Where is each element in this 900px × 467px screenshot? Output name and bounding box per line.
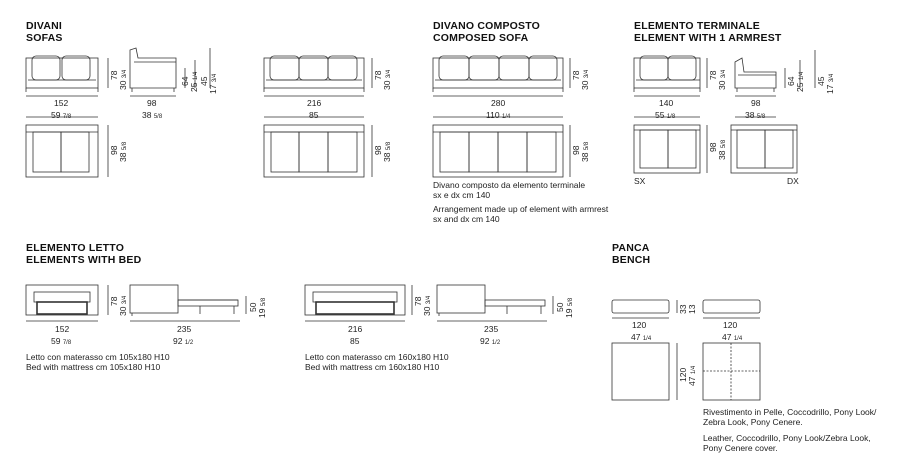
dim-280-inch: 110 1/4 xyxy=(486,110,511,121)
dim-140-inch: 55 1/8 xyxy=(655,110,676,121)
dim-side-38: 38 5/8 xyxy=(142,110,163,121)
dim-bench-47-b: 47 1/4 xyxy=(722,332,743,343)
dim-bed-216-inch: 85 xyxy=(350,336,360,346)
dim-bench-depth-47: 47 1/4 xyxy=(687,365,697,386)
dim-h17-a: 17 3/4 xyxy=(208,73,218,94)
dim-d38-b: 38 5/8 xyxy=(382,141,392,162)
dim-216-inch: 85 xyxy=(309,110,319,120)
dim-h25-b: 25 1/4 xyxy=(795,71,805,92)
bench-top xyxy=(611,342,678,401)
dim-d38-a: 38 5/8 xyxy=(118,141,128,162)
sofas-title: DIVANI SOFAS xyxy=(26,20,63,44)
dim-h30-a: 30 3/4 xyxy=(118,69,128,90)
dim-bench-120-b: 120 xyxy=(723,320,738,330)
bench-front xyxy=(611,299,678,319)
terminal-top-sx xyxy=(633,124,708,174)
dim-bed-216: 216 xyxy=(348,324,363,334)
composed-title-en: COMPOSED SOFA xyxy=(433,32,529,44)
dim-bed-h19-b: 19 5/8 xyxy=(564,297,574,318)
dim-bed-92-a: 92 1/2 xyxy=(173,336,194,347)
dim-h30-d: 30 3/4 xyxy=(717,69,727,90)
dim-d38-d: 38 5/8 xyxy=(717,139,727,160)
dim-bench-47-a: 47 1/4 xyxy=(631,332,652,343)
label-sx: SX xyxy=(634,176,646,186)
bed-216-side xyxy=(436,284,554,322)
bench-title-it: PANCA xyxy=(612,242,650,254)
dim-140: 140 xyxy=(659,98,674,108)
dim-bed-h30-b: 30 3/4 xyxy=(422,295,432,316)
bed-title: ELEMENTO LETTO ELEMENTS WITH BED xyxy=(26,242,141,266)
dim-280: 280 xyxy=(491,98,506,108)
dim-152-inch: 59 7/8 xyxy=(51,110,72,121)
composed-title: DIVANO COMPOSTO COMPOSED SOFA xyxy=(433,20,540,44)
dim-h30-b: 30 3/4 xyxy=(382,69,392,90)
dim-d38-c: 38 5/8 xyxy=(580,141,590,162)
composed-title-it: DIVANO COMPOSTO xyxy=(433,20,541,32)
composed-note-en: Arrangement made up of element with armr… xyxy=(433,204,609,224)
terminal-side xyxy=(734,50,816,118)
dim-bed-152-inch: 59 7/8 xyxy=(51,336,72,347)
sofa-280-top xyxy=(432,124,571,178)
dim-bench-h13: 13 xyxy=(687,304,697,314)
bed-152-side xyxy=(129,284,247,322)
sofas-title-it: DIVANI xyxy=(26,20,63,32)
dim-h17-b: 17 3/4 xyxy=(825,73,835,94)
bench-note-it: Rivestimento in Pelle, Coccodrillo, Pony… xyxy=(703,407,877,427)
dim-152: 152 xyxy=(54,98,69,108)
bed-title-en: ELEMENTS WITH BED xyxy=(26,254,142,266)
sofa-side-view xyxy=(129,47,211,97)
sofa-216-top xyxy=(263,124,373,178)
bed-title-it: ELEMENTO LETTO xyxy=(26,242,125,254)
dim-bed-235-b: 235 xyxy=(484,324,499,334)
sofa-152-front xyxy=(25,55,109,118)
terminal-front xyxy=(633,55,708,118)
dim-side-98: 98 xyxy=(147,98,157,108)
bench-note-en: Leather, Coccodrillo, Pony Look/Zebra Lo… xyxy=(703,433,871,453)
dim-bed-235-a: 235 xyxy=(177,324,192,334)
bed-152-front xyxy=(25,284,109,322)
terminal-top-dx xyxy=(730,124,798,174)
terminal-title-it: ELEMENTO TERMINALE xyxy=(634,20,760,32)
dim-bench-120-a: 120 xyxy=(632,320,647,330)
sofa-152-top xyxy=(25,124,109,178)
bench-title: PANCA BENCH xyxy=(612,242,650,266)
bed-152-note: Letto con materasso cm 105x180 H10 Bed w… xyxy=(26,352,170,372)
composed-note-it: Divano composto da elemento terminale sx… xyxy=(433,180,586,200)
bed-216-note: Letto con materasso cm 160x180 H10 Bed w… xyxy=(305,352,449,372)
bed-216-front xyxy=(304,284,413,322)
bench-side xyxy=(702,299,761,319)
terminal-title: ELEMENTO TERMINALE ELEMENT WITH 1 ARMRES… xyxy=(634,20,782,44)
sofa-216-front xyxy=(263,55,373,118)
dim-term-98: 98 xyxy=(751,98,761,108)
sofa-280-front xyxy=(432,55,571,118)
dim-bed-92-b: 92 1/2 xyxy=(480,336,501,347)
dim-term-38: 38 5/8 xyxy=(745,110,766,121)
dim-h30-c: 30 3/4 xyxy=(580,69,590,90)
bench-title-en: BENCH xyxy=(612,254,651,266)
terminal-title-en: ELEMENT WITH 1 ARMREST xyxy=(634,32,782,44)
label-dx: DX xyxy=(787,176,799,186)
dim-216: 216 xyxy=(307,98,322,108)
sofas-title-en: SOFAS xyxy=(26,32,63,44)
dim-bed-h30-a: 30 3/4 xyxy=(118,295,128,316)
bench-top-quartered xyxy=(702,342,761,401)
dim-bed-h19-a: 19 5/8 xyxy=(257,297,267,318)
dim-bed-152: 152 xyxy=(55,324,70,334)
